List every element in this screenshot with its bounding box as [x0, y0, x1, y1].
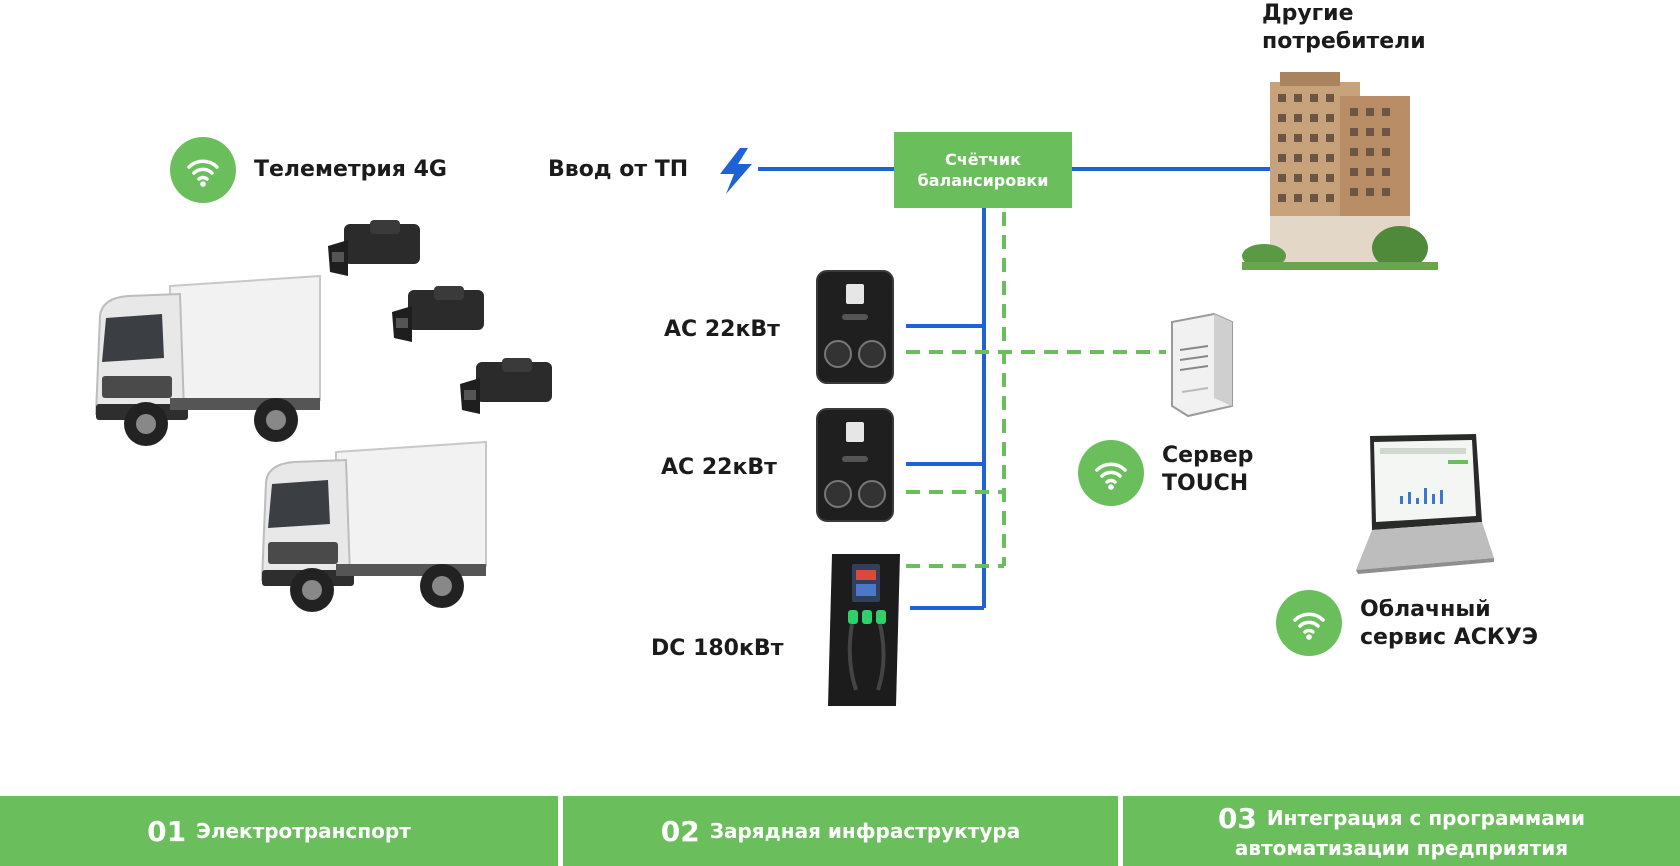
cloud-line2: сервис АСКУЭ — [1360, 625, 1539, 650]
footer-text-2: Зарядная инфраструктура — [709, 819, 1021, 843]
other-consumers-line1: Другие — [1262, 1, 1354, 26]
footer-text-1: Электротранспорт — [196, 819, 411, 843]
footer-num-3: 03 — [1217, 801, 1257, 835]
server-wifi-icon — [1078, 440, 1144, 506]
building-icon — [1242, 72, 1438, 270]
power-input-label: Ввод от ТП — [548, 157, 689, 182]
ac-charger-icon — [816, 408, 894, 522]
footer-text-3-line1: Интеграция с программами — [1266, 806, 1586, 830]
footer-num-1: 01 — [147, 814, 187, 848]
other-consumers-line2: потребители — [1262, 29, 1426, 54]
dc-charger-icon — [828, 554, 900, 706]
balancing-meter: Счётчик балансировки — [894, 132, 1072, 208]
meter-line2: балансировки — [917, 171, 1049, 190]
cloud-wifi-icon — [1276, 590, 1342, 656]
meter-line1: Счётчик — [945, 150, 1021, 169]
laptop-icon — [1356, 434, 1494, 574]
truck-icon — [94, 274, 321, 446]
lightning-icon — [720, 148, 752, 194]
footer-tab-2: 02 Зарядная инфраструктура — [563, 796, 1118, 866]
charger-label-3: DC 180кВт — [651, 636, 784, 661]
server-line1: Сервер — [1162, 443, 1254, 468]
obd-dongle-icon — [460, 358, 552, 414]
charger-label-1: AC 22кВт — [664, 317, 780, 342]
telemetry-label: Телеметрия 4G — [254, 157, 447, 182]
ac-charger-icon — [816, 270, 894, 384]
server-line2: TOUCH — [1162, 471, 1249, 496]
obd-dongle-icon — [328, 220, 420, 276]
charger-label-2: AC 22кВт — [661, 455, 777, 480]
other-consumers-label: Другие потребители — [1262, 0, 1426, 56]
cloud-label: Облачный сервис АСКУЭ — [1360, 596, 1538, 652]
footer-text-3-line2: автоматизации предприятия — [1234, 835, 1569, 860]
server-icon — [1171, 312, 1233, 418]
truck-icon — [260, 440, 487, 612]
footer-num-2: 02 — [660, 814, 700, 848]
cloud-line1: Облачный — [1360, 597, 1491, 622]
footer-tab-1: 01 Электротранспорт — [0, 796, 558, 866]
footer-tab-3: 03 Интеграция с программами автоматизаци… — [1123, 796, 1680, 866]
telemetry-wifi-icon — [170, 137, 236, 203]
server-label: Сервер TOUCH — [1162, 442, 1253, 498]
obd-dongle-icon — [392, 286, 484, 342]
